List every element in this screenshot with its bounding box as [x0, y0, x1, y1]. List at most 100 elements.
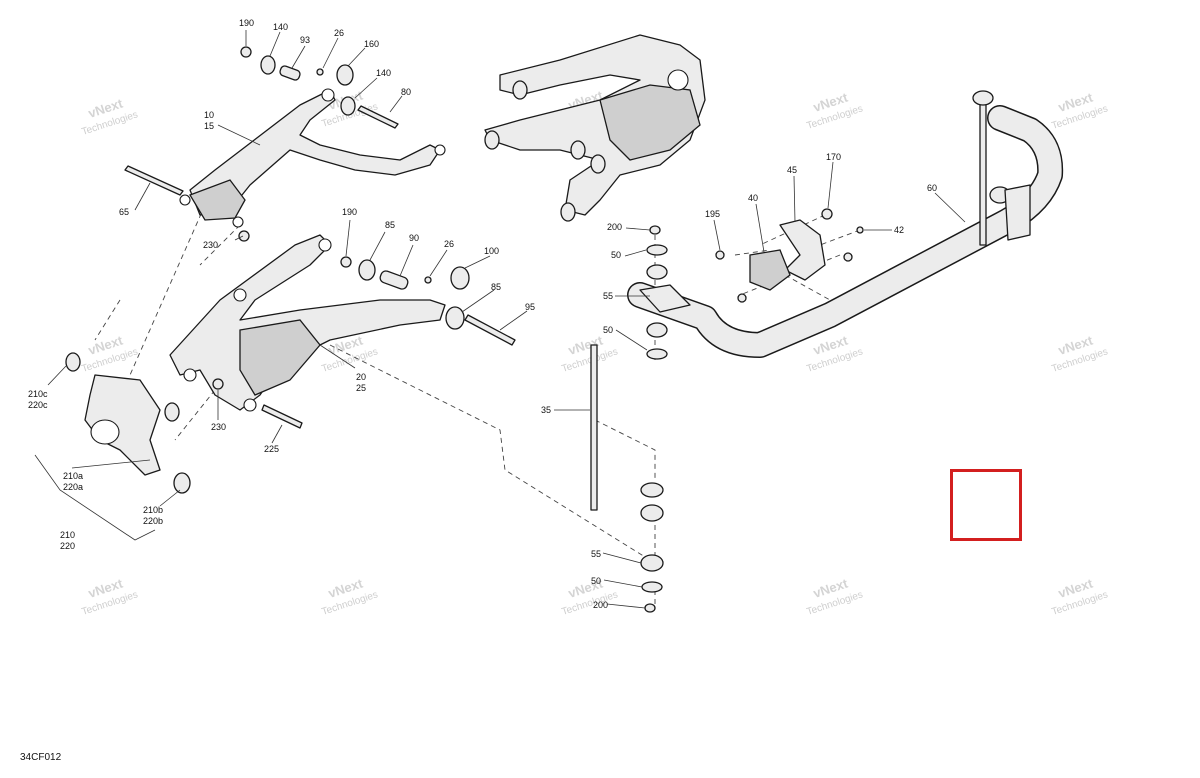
- callouts: 190 140 93 26 160 140 80 10 15 65 230 19…: [28, 18, 937, 610]
- bolt-80: [357, 105, 399, 129]
- sleeve-90: [379, 270, 409, 290]
- callout-195: 195: [705, 209, 720, 219]
- callout-225: 225: [264, 444, 279, 454]
- callout-65: 65: [119, 207, 129, 217]
- assembly-lines: [94, 204, 861, 605]
- callout-190: 190: [239, 18, 254, 28]
- bushing-210b: [173, 472, 191, 494]
- watermark: vNext Technologies: [1050, 89, 1109, 131]
- callout-160: 160: [364, 39, 379, 49]
- sway-bar-assembly: [627, 90, 1064, 358]
- callout-80: 80: [401, 87, 411, 97]
- callout-230: 230: [211, 422, 226, 432]
- bushing-85-lower: [445, 306, 465, 330]
- grommet-55-lower: [640, 554, 664, 572]
- nut-200-top: [649, 225, 661, 235]
- callout-20: 20: [356, 372, 366, 382]
- clamp-45: [779, 219, 826, 281]
- bushing-210c: [65, 352, 81, 372]
- watermark: vNext Technologies: [80, 332, 139, 374]
- callout-50: 50: [611, 250, 621, 260]
- nut-230-lower: [212, 378, 224, 390]
- callout-42: 42: [894, 225, 904, 235]
- watermark: vNext Technologies: [805, 575, 864, 617]
- washer-140-lower: [340, 96, 356, 116]
- callout-170: 170: [826, 152, 841, 162]
- callout-26: 26: [444, 239, 454, 249]
- callout-200: 200: [593, 600, 608, 610]
- bushing-210a: [164, 402, 180, 422]
- nut-195b: [737, 293, 747, 303]
- bolt-95: [464, 314, 516, 346]
- callout-85: 85: [385, 220, 395, 230]
- callout-210: 210: [60, 530, 75, 540]
- callout-40: 40: [748, 193, 758, 203]
- nut-195: [715, 250, 725, 260]
- bushing-100: [450, 266, 470, 290]
- callout-60: 60: [927, 183, 937, 193]
- watermark: vNext Technologies: [1050, 575, 1109, 617]
- callout-26: 26: [334, 28, 344, 38]
- watermark: vNext Technologies: [80, 95, 139, 137]
- callout-210b: 210b: [143, 505, 163, 515]
- highlight-box: [950, 469, 1022, 541]
- callout-220b: 220b: [143, 516, 163, 526]
- watermark: vNext Technologies: [80, 575, 139, 617]
- nut-230-upper: [238, 230, 250, 242]
- grommet-lower-b: [640, 504, 664, 522]
- callout-50: 50: [603, 325, 613, 335]
- lower-arm-hardware: [212, 256, 516, 429]
- callout-50: 50: [591, 576, 601, 586]
- end-link-rod: [979, 94, 987, 246]
- watermark: vNext Technologies: [320, 575, 379, 617]
- sleeve-93: [279, 65, 301, 81]
- watermark: vNext Technologies: [560, 575, 619, 617]
- callout-220a: 220a: [63, 482, 83, 492]
- link-stack: [590, 225, 668, 613]
- upper-a-arm: [179, 88, 446, 228]
- nut-190-lower: [340, 256, 352, 268]
- upper-arm-hardware: [124, 46, 399, 242]
- bushing-40: [749, 249, 791, 291]
- callout-95: 95: [525, 302, 535, 312]
- lower-a-arm: [169, 234, 446, 412]
- callout-90: 90: [409, 233, 419, 243]
- callout-100: 100: [484, 246, 499, 256]
- callout-45: 45: [787, 165, 797, 175]
- callout-210a: 210a: [63, 471, 83, 481]
- washer-140-upper: [260, 55, 276, 75]
- washer-50-top: [646, 244, 668, 256]
- bolt-225: [261, 404, 303, 429]
- frame-structure: [484, 34, 706, 222]
- callout-55: 55: [591, 549, 601, 559]
- callout-15: 15: [204, 121, 214, 131]
- callout-200: 200: [607, 222, 622, 232]
- fitting-26-lower: [424, 276, 432, 284]
- callout-210c: 210c: [28, 389, 48, 399]
- callout-140: 140: [376, 68, 391, 78]
- bushing-85-upper: [358, 259, 376, 281]
- callout-220c: 220c: [28, 400, 48, 410]
- nut-42b: [843, 252, 853, 262]
- washer-50-bottom: [641, 581, 663, 593]
- callout-10: 10: [204, 110, 214, 120]
- leader-lines: [47, 30, 966, 609]
- grommet-top: [646, 264, 668, 280]
- washer-50-mid: [646, 348, 668, 360]
- callout-55: 55: [603, 291, 613, 301]
- bolt-65: [124, 165, 184, 196]
- diagram-code: 34CF012: [20, 752, 62, 763]
- nut-190-upper: [240, 46, 252, 58]
- fastener-42: [856, 226, 864, 234]
- knuckle-assembly: [34, 352, 191, 541]
- callout-25: 25: [356, 383, 366, 393]
- callout-230: 230: [203, 240, 218, 250]
- nut-200-bottom: [644, 603, 656, 613]
- grommet-lower-a: [640, 482, 664, 498]
- link-rod-35: [590, 344, 598, 511]
- bushing-160: [336, 64, 354, 86]
- watermark: vNext Technologies: [560, 332, 619, 374]
- watermark: vNext Technologies: [1050, 332, 1109, 374]
- watermark: vNext Technologies: [805, 89, 864, 131]
